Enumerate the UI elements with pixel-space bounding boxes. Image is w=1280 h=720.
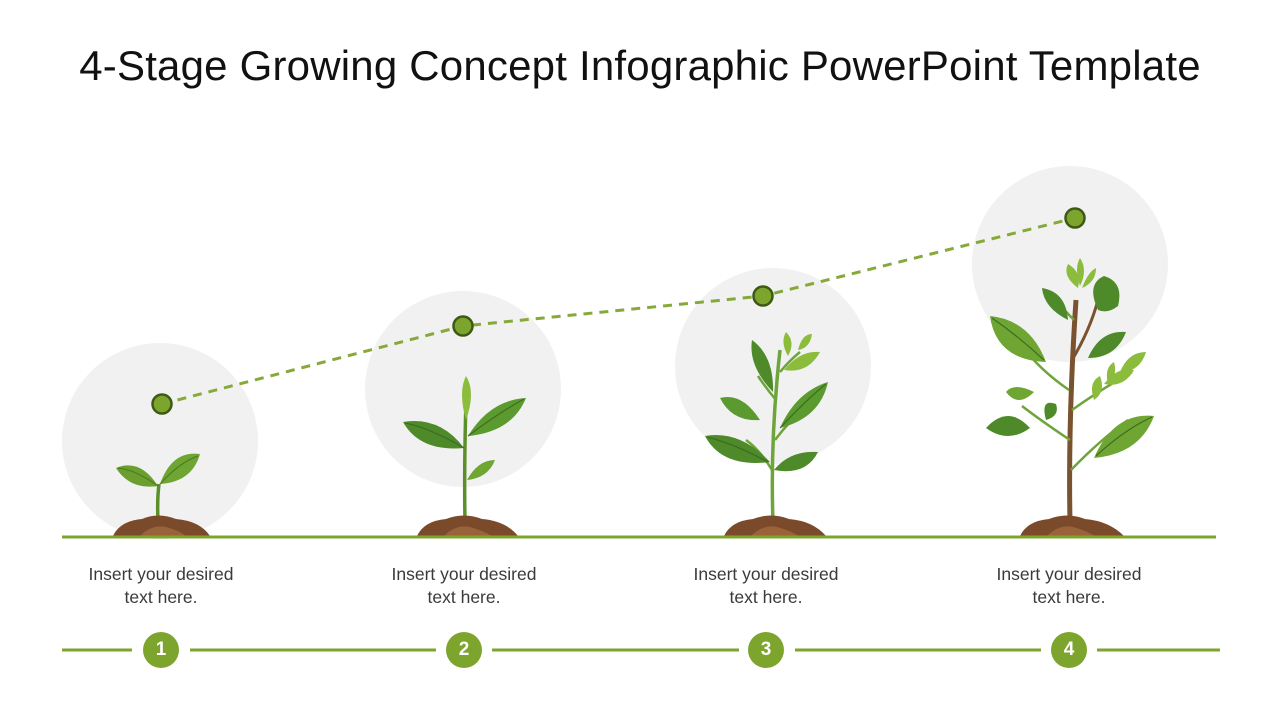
stage-2-number-badge: 2 — [446, 632, 482, 668]
stage-1-caption: Insert your desired text here. — [51, 563, 271, 609]
stage-4-caption: Insert your desired text here. — [959, 563, 1179, 609]
seedling-icon — [113, 453, 210, 536]
stage-3-number-badge: 3 — [748, 632, 784, 668]
stage-1-number-badge: 1 — [143, 632, 179, 668]
stage-3-caption-line1: Insert your desired — [693, 564, 839, 584]
stage-3-caption: Insert your desired text here. — [656, 563, 876, 609]
stage-2-caption-line2: text here. — [427, 587, 501, 607]
stage-4-caption-line1: Insert your desired — [996, 564, 1142, 584]
young-plant-icon — [705, 332, 828, 536]
stage-2-node — [452, 315, 474, 337]
stage-2-caption-line1: Insert your desired — [391, 564, 537, 584]
stage-3-node — [752, 285, 774, 307]
sprout-icon — [403, 376, 526, 536]
slide-title: 4-Stage Growing Concept Infographic Powe… — [79, 42, 1201, 89]
stage-4-caption-line2: text here. — [1032, 587, 1106, 607]
sapling-tree-icon — [986, 258, 1154, 536]
stage-4-circle — [972, 166, 1168, 362]
stage-3-caption-line2: text here. — [729, 587, 803, 607]
stage-2-caption: Insert your desired text here. — [354, 563, 574, 609]
stage-1-node — [151, 393, 173, 415]
stage-3-circle — [675, 268, 871, 464]
stage-1-circle — [62, 343, 258, 539]
stage-4-node — [1064, 207, 1086, 229]
stage-1-caption-line1: Insert your desired — [88, 564, 234, 584]
growth-trend-dashed-line — [161, 216, 1076, 406]
stage-1-caption-line2: text here. — [124, 587, 198, 607]
stage-4-number-badge: 4 — [1051, 632, 1087, 668]
